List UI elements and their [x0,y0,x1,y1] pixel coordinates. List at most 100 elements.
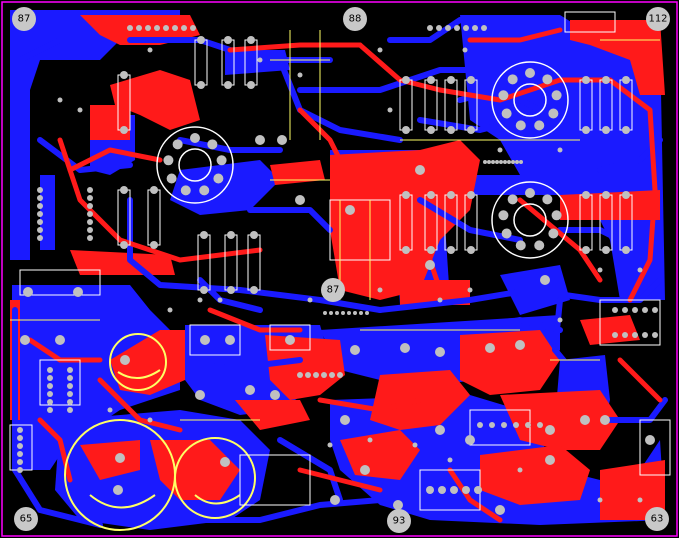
pad [147,47,153,53]
pad [427,76,435,84]
pad [507,74,518,85]
pad [172,139,183,150]
pad [447,191,455,199]
pad [519,160,523,164]
pad [525,422,531,428]
pad [47,391,53,397]
pad [548,228,559,239]
pad [498,90,509,101]
pad [335,311,339,315]
pad [377,287,383,293]
hole-center [321,278,345,302]
tube-sockets [156,61,569,259]
pad [297,72,303,78]
pad [57,97,63,103]
pad [481,25,487,31]
pad [120,355,130,365]
pad [426,486,434,494]
hole-bottom-center-label: 93 [393,516,406,527]
pad [400,343,410,353]
pad [172,25,178,31]
pad [427,191,435,199]
pad [542,194,553,205]
pad [245,385,255,395]
pad [17,467,23,473]
pad [602,191,610,199]
pad [435,347,445,357]
pad [145,25,151,31]
pad [347,311,351,315]
pad [467,126,475,134]
pad [612,332,618,338]
pad [360,465,370,475]
pad [438,486,446,494]
pad [580,415,590,425]
hole-bottom-center [387,509,411,533]
pad [582,246,590,254]
pad [467,246,475,254]
pad [47,375,53,381]
pad [499,160,503,164]
pad [285,335,295,345]
pad [37,227,43,233]
pad [120,241,128,249]
pad [467,76,475,84]
pad [582,76,590,84]
pad [329,311,333,315]
pad [495,505,505,515]
pad [197,81,205,89]
pad [77,107,83,113]
pad [435,425,445,435]
pad [200,231,208,239]
hole-bottom-right [645,507,669,531]
pad [350,345,360,355]
pad [503,160,507,164]
pad [642,307,648,313]
pad [393,500,403,510]
pad [150,241,158,249]
pad [402,191,410,199]
pad [337,372,343,378]
pad [67,391,73,397]
pad [437,297,443,303]
pad [557,317,563,323]
pad [305,372,311,378]
pad [127,25,133,31]
pad [190,133,200,143]
pad [427,246,435,254]
pad [377,47,383,53]
pad [477,422,483,428]
pad [467,191,475,199]
pad [250,231,258,239]
pad [485,343,495,353]
pad [323,311,327,315]
pad [37,195,43,201]
pad [501,228,512,239]
pad [622,126,630,134]
pad [227,231,235,239]
pad [307,297,313,303]
pad [199,185,210,196]
pad [270,390,280,400]
pad [602,246,610,254]
pad [295,195,305,205]
pad [359,311,363,315]
pad [321,372,327,378]
pad [47,367,53,373]
pad [17,427,23,433]
hole-top-right [646,7,670,31]
pad [597,497,603,503]
pad [17,435,23,441]
pad [501,108,512,119]
pad [136,25,142,31]
pad [120,126,128,134]
pad [542,74,553,85]
pad [47,399,53,405]
pad [367,437,373,443]
pad [637,497,643,503]
component-pads [17,25,658,515]
pad [247,36,255,44]
pad [277,135,287,145]
